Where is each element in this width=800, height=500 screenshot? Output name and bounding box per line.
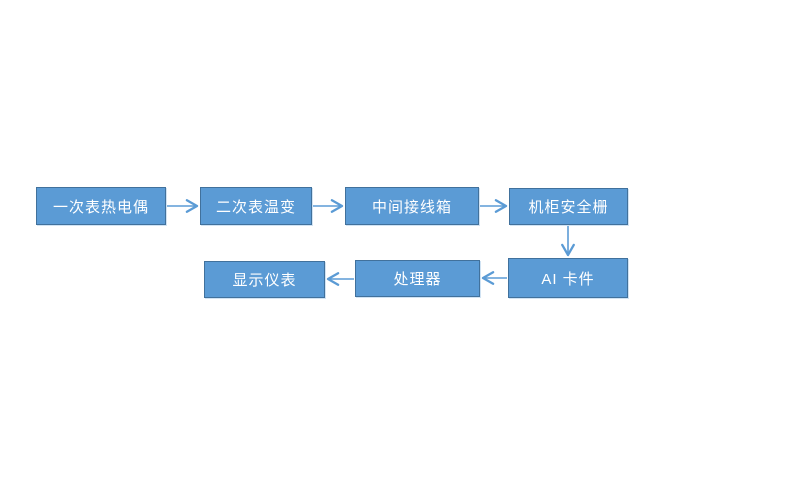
flow-node-cabinet-safety-barrier: 机柜安全栅 — [509, 188, 628, 225]
flow-node-primary-thermocouple: 一次表热电偶 — [36, 187, 166, 225]
flow-node-label: AI 卡件 — [541, 270, 595, 288]
flow-node-secondary-transmitter: 二次表温变 — [200, 187, 312, 225]
flow-node-processor: 处理器 — [355, 260, 480, 297]
flow-node-ai-card: AI 卡件 — [508, 258, 628, 298]
flow-node-label: 一次表热电偶 — [52, 198, 149, 216]
flow-node-label: 中间接线箱 — [371, 198, 452, 216]
flow-node-label: 处理器 — [393, 271, 442, 288]
flow-node-label: 机柜安全栅 — [528, 199, 609, 216]
flow-node-display-instrument: 显示仪表 — [204, 261, 325, 298]
flow-node-label: 二次表温变 — [215, 198, 296, 216]
flow-node-junction-box: 中间接线箱 — [345, 187, 479, 225]
flow-node-label: 显示仪表 — [232, 272, 297, 289]
